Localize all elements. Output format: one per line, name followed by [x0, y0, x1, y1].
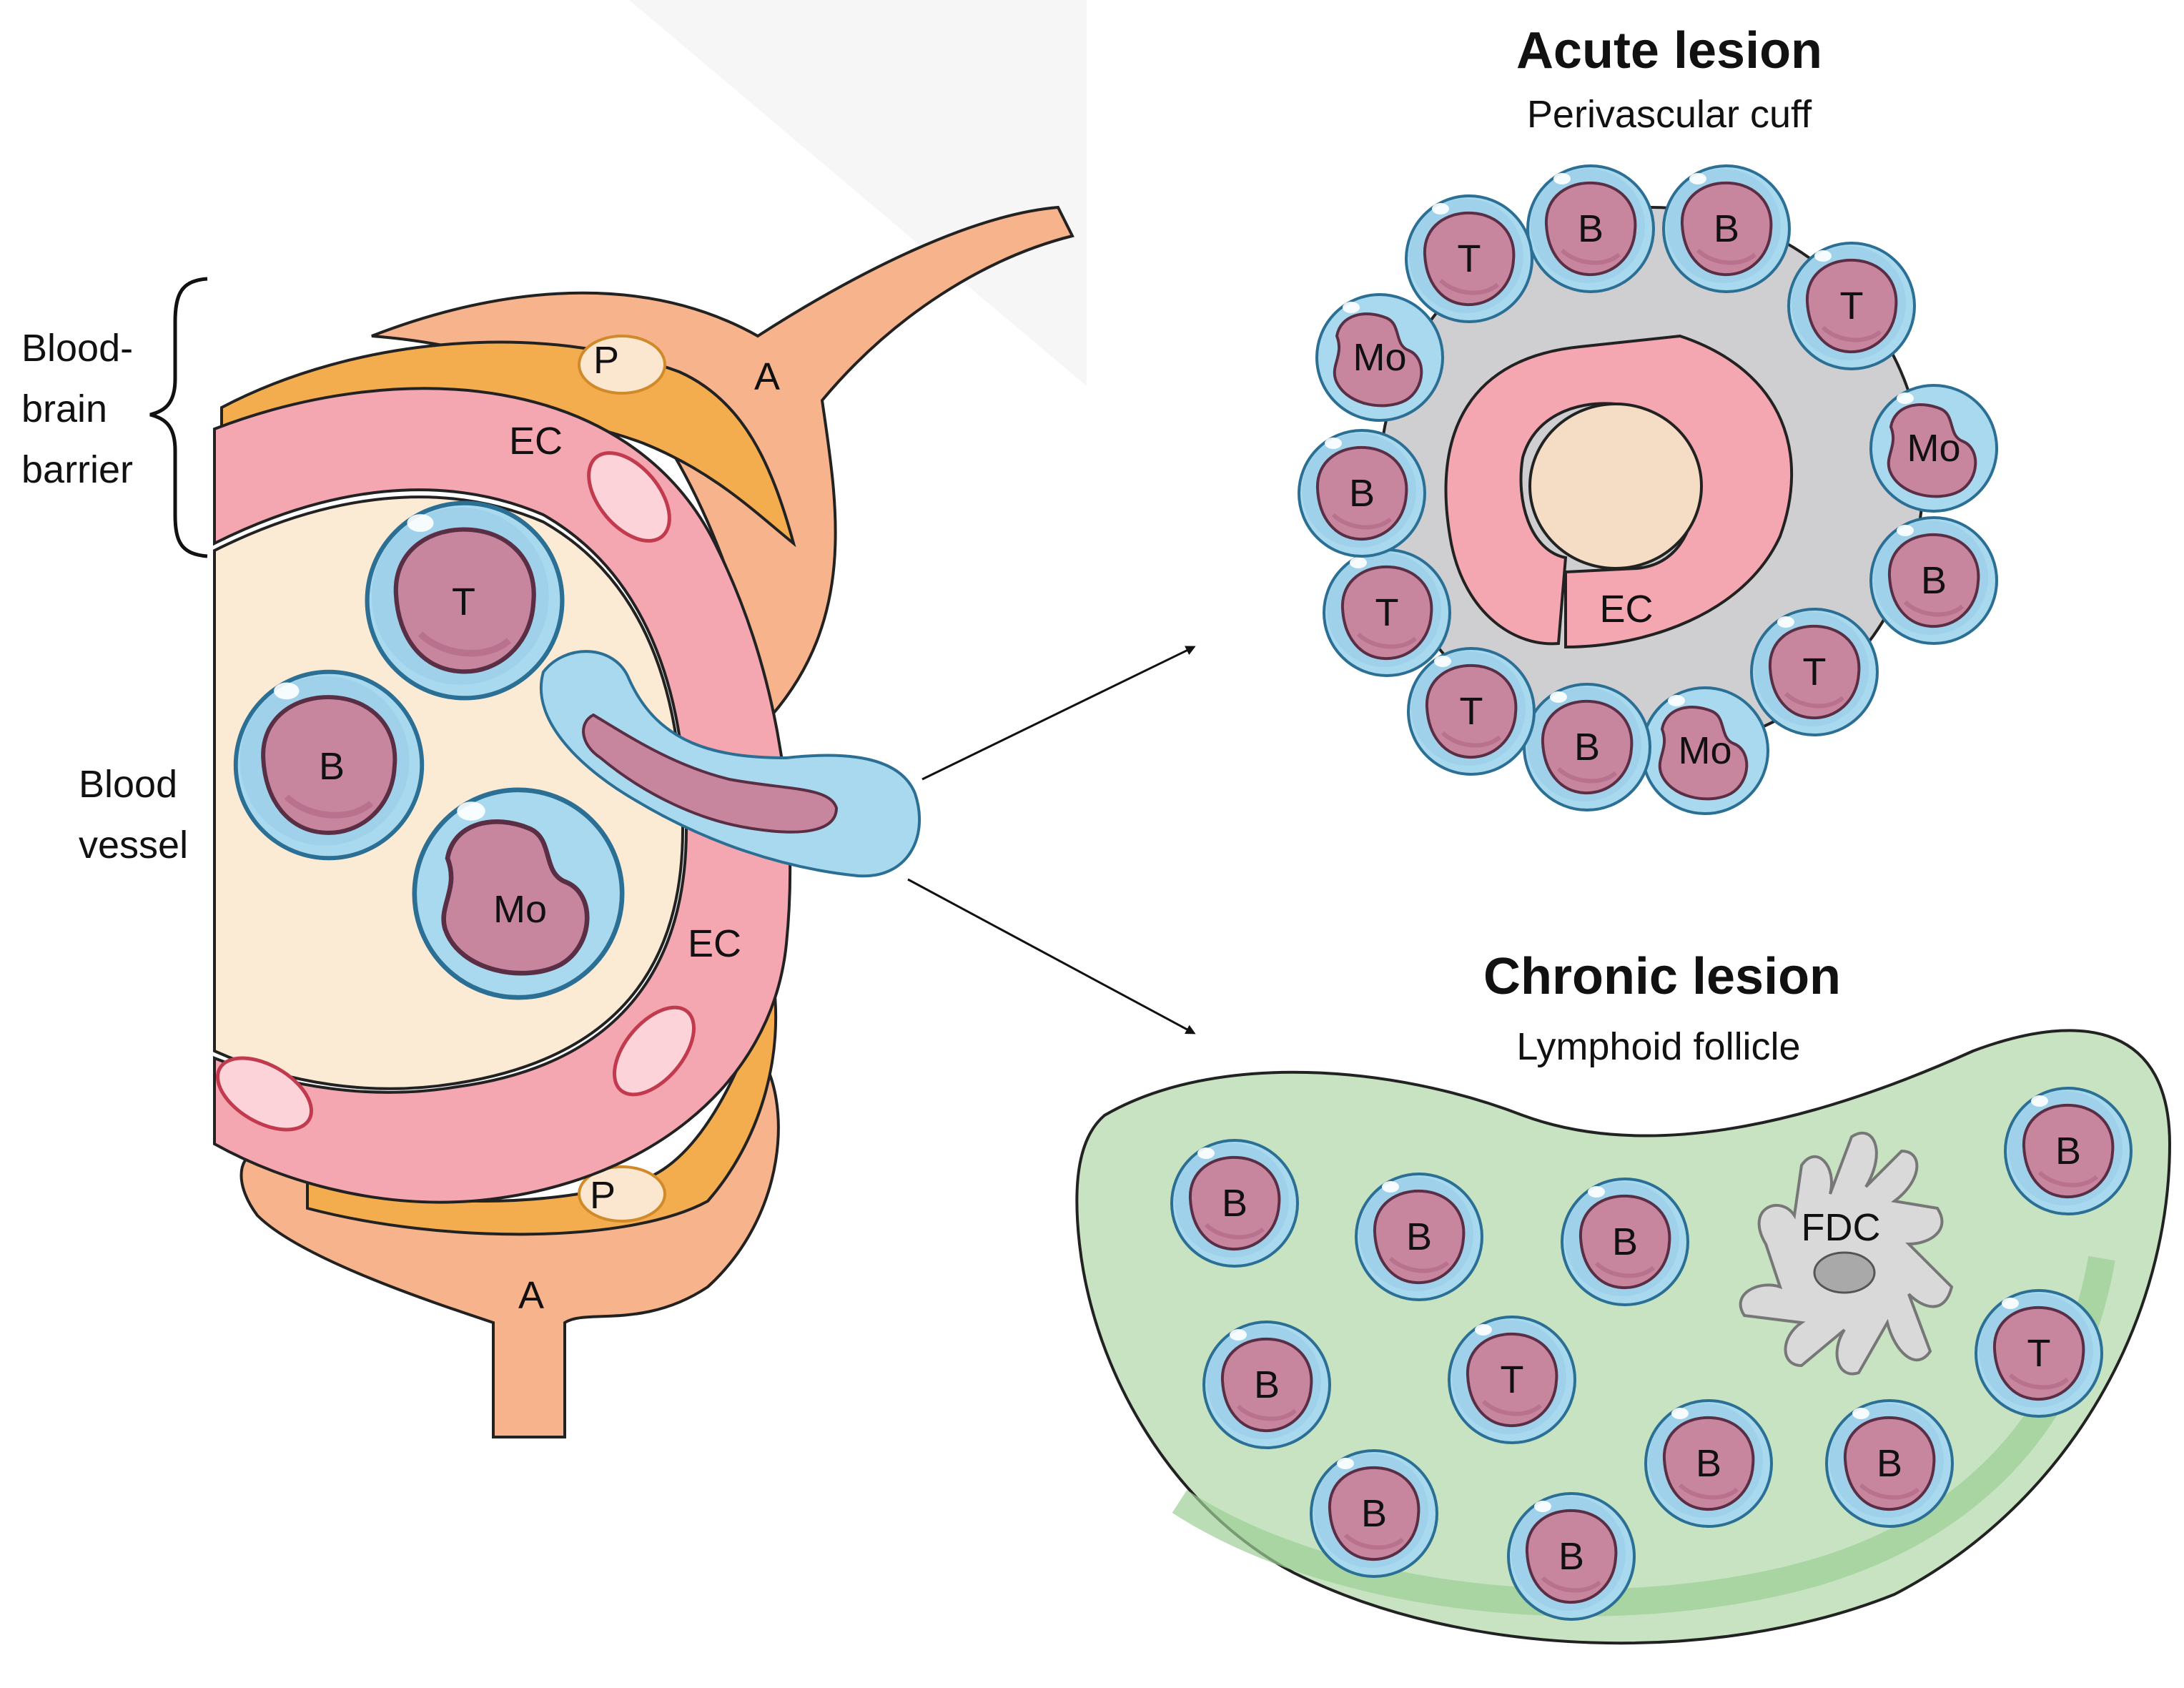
b-cell-label: B [319, 745, 345, 788]
fdc-cell [1739, 1131, 1954, 1376]
endothelium-ring [213, 387, 792, 1204]
acute-ec-label: EC [1599, 588, 1653, 631]
t-cell-label: T [452, 581, 475, 623]
arrow-to-chronic [907, 878, 1196, 1035]
acute-cell-3-label: T [1840, 285, 1864, 327]
monocyte-label: Mo [493, 888, 547, 931]
chronic-subtitle: Lymphoid follicle [1516, 1025, 1800, 1068]
chronic-cell-3-label: B [1612, 1220, 1638, 1263]
background-shade [629, 0, 1087, 386]
acute-cell-7-label: Mo [1678, 729, 1731, 772]
acute-cell-1-label: B [1578, 207, 1604, 250]
fdc-label: FDC [1802, 1206, 1881, 1249]
chronic-cells: B B B B B B T T B B B [1172, 1088, 2131, 1619]
chronic-cell-4-label: B [1254, 1363, 1280, 1406]
acute-cell-5-label: B [1921, 559, 1947, 602]
pericyte-label-bottom: P [590, 1174, 616, 1217]
bbb-label-line3: barrier [21, 448, 133, 491]
astrocyte-label-bottom: A [518, 1274, 544, 1317]
chronic-title: Chronic lesion [1483, 948, 1841, 1005]
arrow-to-acute [921, 646, 1196, 781]
endothelial-label-top: EC [509, 420, 563, 463]
acute-cell-10-label: T [1375, 591, 1399, 634]
chronic-cell-6-label: B [1558, 1535, 1584, 1578]
acute-cell-13-label: T [1458, 237, 1481, 280]
chronic-cell-5-label: B [1361, 1492, 1387, 1535]
vessel-label-line2: vessel [79, 824, 188, 867]
chronic-cell-1-label: B [1222, 1182, 1247, 1225]
chronic-cell-7-label: T [1501, 1358, 1524, 1401]
vessel-label-line1: Blood [79, 763, 177, 806]
chronic-cell-11-label: B [1877, 1442, 1902, 1485]
bbb-label-line2: brain [21, 388, 107, 430]
pericyte-label-top: P [593, 339, 619, 382]
acute-cell-2-label: B [1714, 207, 1739, 250]
acute-cell-9-label: T [1460, 690, 1483, 733]
acute-cell-6-label: T [1803, 651, 1827, 694]
astrocyte-label-top: A [754, 355, 780, 398]
left-vessel-section: P A EC T B Mo EC P A [213, 0, 1087, 1438]
acute-title: Acute lesion [1516, 22, 1822, 79]
bbb-label-line1: Blood- [21, 327, 133, 370]
chronic-cell-10-label: B [1696, 1442, 1721, 1485]
acute-cell-8-label: B [1574, 726, 1600, 769]
chronic-cell-9-label: B [2055, 1130, 2081, 1173]
acute-subtitle: Perivascular cuff [1527, 93, 1812, 136]
chronic-cell-8-label: T [2027, 1332, 2051, 1375]
chronic-cell-2-label: B [1406, 1215, 1432, 1258]
acute-cell-11-label: B [1349, 472, 1375, 515]
acute-cell-4-label: Mo [1907, 427, 1960, 470]
acute-cell-12-label: Mo [1353, 336, 1406, 379]
endothelial-label-bottom: EC [688, 922, 741, 965]
bbb-bracket [149, 277, 208, 558]
